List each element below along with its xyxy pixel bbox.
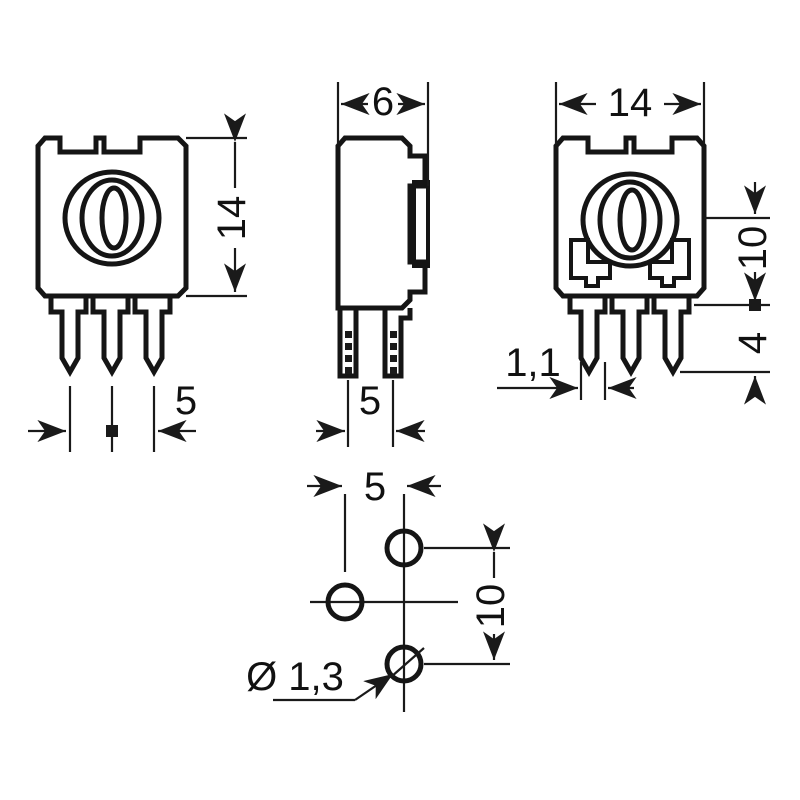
- hole-diameter-label: Ø 1,3: [246, 655, 344, 699]
- hole-diameter-leader-slant: [354, 673, 394, 701]
- side-pitch-label: 5: [359, 379, 381, 423]
- hole-diameter-slash: [390, 647, 425, 678]
- right-knob-inner-ring: [597, 179, 663, 261]
- hole-left: [325, 582, 365, 622]
- front-view: 14 5: [28, 113, 254, 452]
- side-pin-left: [337, 308, 359, 379]
- right-pin-width-label: 1,1: [505, 341, 561, 385]
- hole-top: [384, 528, 424, 568]
- hole-bottom: [384, 644, 424, 684]
- right-view-body-outline: [553, 135, 707, 299]
- side-pin-right-serration: [390, 331, 397, 374]
- right-terminal-bracket-right: [648, 238, 691, 288]
- right-knob-slot: [617, 187, 647, 253]
- side-view-body-outline: [335, 135, 428, 311]
- hole-pitch-x-label: 5: [364, 465, 386, 509]
- front-knob-outer-ring: [62, 169, 162, 267]
- side-depth-label: 6: [372, 80, 394, 124]
- right-pin-length-marker: [749, 299, 761, 311]
- right-view: 14 10 4 1,1: [497, 81, 775, 405]
- front-pin-center: [90, 296, 131, 378]
- hole-pitch-y-label: 10: [469, 584, 513, 629]
- front-knob-slot: [99, 185, 129, 251]
- side-pin-left-serration: [345, 331, 352, 374]
- right-pin-center: [609, 296, 650, 378]
- side-view: 6 5: [316, 80, 430, 447]
- front-pitch-label: 5: [175, 379, 197, 423]
- front-pin-left: [48, 296, 89, 378]
- front-view-body-outline: [35, 135, 189, 299]
- hole-pattern-view: 5 10 Ø 1,3: [246, 465, 513, 712]
- front-knob-inner-ring: [79, 177, 145, 259]
- right-pin-length-label: 4: [731, 332, 775, 354]
- right-width-label: 14: [608, 81, 653, 125]
- side-view-flange: [412, 180, 430, 268]
- right-pin-right: [651, 296, 692, 378]
- right-body-height-label: 10: [731, 226, 775, 271]
- front-height-label: 14: [210, 196, 254, 241]
- side-pin-right: [382, 308, 413, 379]
- right-terminal-bracket-left: [569, 238, 612, 288]
- front-pitch-center-marker: [106, 425, 118, 437]
- right-knob-outer-ring: [580, 171, 680, 269]
- right-pin-left: [567, 296, 608, 378]
- front-pin-right: [132, 296, 173, 378]
